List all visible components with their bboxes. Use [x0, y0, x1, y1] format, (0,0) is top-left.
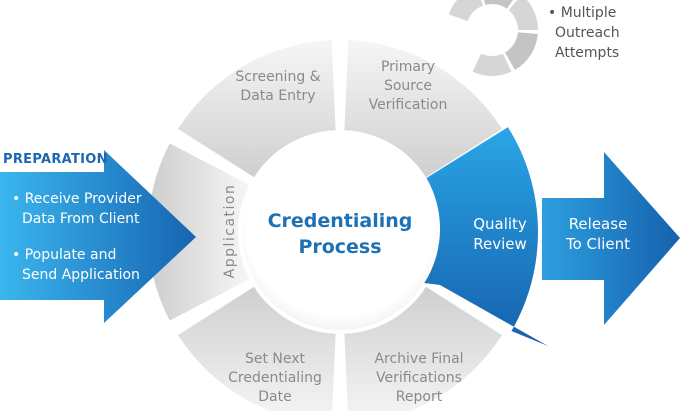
segment-screening — [178, 40, 336, 178]
preparation-item: • Receive Provider Data From Client — [12, 189, 142, 229]
segment-quality-review — [424, 127, 548, 346]
release-arrow — [542, 152, 680, 325]
primary-source-label: Primary Source Verification — [352, 58, 464, 115]
archive-line-3: Report — [395, 389, 443, 405]
center-title-line-2: Process — [298, 236, 382, 258]
center-title-line-1: Credentialing — [267, 210, 413, 232]
release-line-1: Release — [568, 215, 628, 233]
archive-line-1: Archive Final — [374, 351, 464, 367]
preparation-item-line-2: Data From Client — [22, 211, 140, 227]
set-next-line-2: Credentialing — [228, 370, 322, 386]
screening-label: Screening & Data Entry — [218, 68, 338, 106]
segment-application — [148, 143, 250, 321]
outreach-cycle-segment — [472, 53, 512, 77]
application-label: Application — [221, 181, 239, 281]
primary-line-2: Source — [383, 78, 433, 94]
segment-archive-report — [344, 286, 502, 411]
quality-review-label: Quality Review — [452, 214, 548, 254]
quality-line-2: Review — [473, 235, 527, 253]
application-text: Application — [222, 183, 238, 279]
set-next-date-label: Set Next Credentialing Date — [208, 350, 342, 407]
segment-primary-source — [344, 40, 502, 178]
archive-line-2: Verifications — [376, 370, 462, 386]
primary-line-3: Verification — [368, 97, 448, 113]
screening-line-2: Data Entry — [240, 88, 316, 104]
screening-line-1: Screening & — [235, 69, 321, 85]
outreach-line-2: Outreach — [555, 25, 620, 41]
preparation-item-line-1: • Receive Provider — [12, 191, 142, 207]
outreach-cycle-segment — [505, 32, 538, 70]
preparation-item-line-1: • Populate and — [12, 247, 117, 263]
primary-line-1: Primary — [380, 59, 436, 75]
release-line-2: To Client — [566, 235, 630, 253]
segment-set-next-date — [178, 286, 336, 411]
center-title: Credentialing Process — [240, 208, 440, 260]
set-next-line-1: Set Next — [244, 351, 306, 367]
outreach-cycle-segment — [508, 0, 538, 30]
quality-line-1: Quality — [473, 215, 527, 233]
outreach-cycle-segment — [448, 0, 484, 22]
outreach-note: • Multiple Outreach Attempts — [548, 3, 620, 63]
outreach-line-3: Attempts — [555, 45, 620, 61]
center-disk — [242, 134, 438, 330]
release-to-client-label: Release To Client — [550, 214, 646, 254]
preparation-item-line-2: Send Application — [22, 267, 140, 283]
archive-report-label: Archive Final Verifications Report — [356, 350, 482, 407]
outreach-line-1: • Multiple — [548, 5, 617, 21]
preparation-arrow — [0, 150, 196, 323]
outreach-cycle-segment — [483, 0, 514, 9]
preparation-title: PREPARATION — [3, 152, 108, 167]
preparation-item: • Populate and Send Application — [12, 245, 140, 285]
outreach-cycle-icon — [448, 0, 538, 77]
set-next-line-3: Date — [258, 389, 292, 405]
